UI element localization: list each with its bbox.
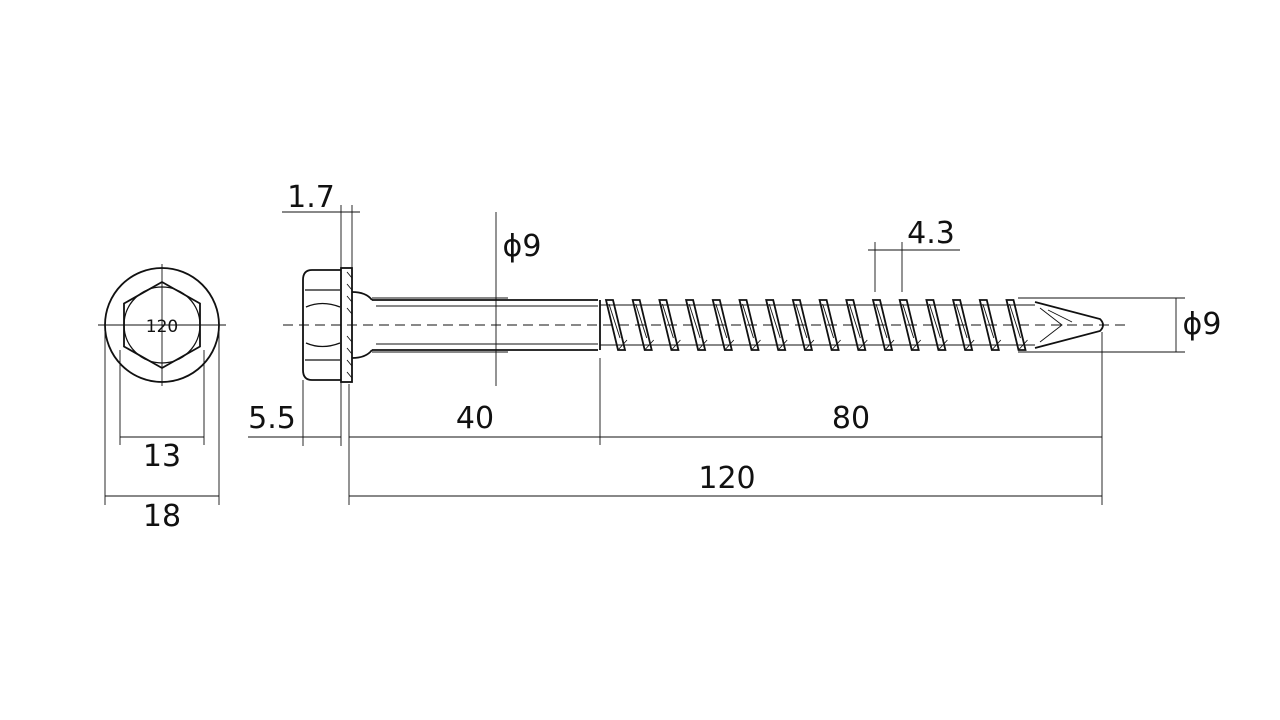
thread-flight — [631, 299, 653, 351]
thread-flight-shading — [1009, 303, 1028, 351]
unthreaded-length-label: 40 — [456, 401, 494, 436]
thread-flight — [684, 299, 707, 351]
thread-flight — [871, 299, 894, 351]
hex-head-corner-arc-bottom — [305, 342, 341, 348]
head-marking-text: 120 — [146, 317, 178, 337]
head-end-view: 120 13 18 — [98, 264, 226, 534]
thread-flight-shading — [661, 303, 681, 351]
hex-head-corner-arc-top — [305, 302, 341, 308]
thread-flight — [791, 299, 814, 351]
thread-flight-shading — [955, 303, 975, 351]
head-height-label: 5.5 — [248, 401, 296, 436]
thread-flight-shading — [715, 303, 735, 351]
washer-thickness-label: 1.7 — [287, 180, 335, 215]
thread-flight — [765, 299, 787, 351]
thread-flight-shading — [795, 303, 815, 351]
thread-flights — [604, 299, 1028, 351]
hex-across-flats-label: 13 — [143, 439, 181, 474]
thread-length-label: 80 — [832, 401, 870, 436]
shank-diameter-label: ϕ9 — [503, 229, 542, 264]
thread-flight-shading — [848, 303, 868, 351]
thread-flight — [1005, 299, 1027, 351]
thread-flight — [845, 299, 867, 351]
thread-pitch-label: 4.3 — [907, 216, 955, 251]
thread-flight-shading — [928, 303, 948, 351]
thread-flight — [738, 299, 760, 351]
thread-flight-shading — [768, 303, 788, 351]
thread-flight — [978, 299, 1000, 351]
thread-flight — [658, 299, 680, 351]
thread-flight-shading — [635, 303, 655, 351]
thread-flight-shading — [608, 303, 628, 351]
washer-flange — [340, 267, 353, 383]
shank-neck — [351, 291, 373, 359]
screw-tip-inner — [1039, 307, 1073, 343]
thread-flight — [604, 299, 627, 351]
thread-flight-shading — [742, 303, 761, 351]
thread-flight — [951, 299, 974, 351]
thread-flight — [925, 299, 947, 351]
thread-flight — [818, 299, 840, 351]
thread-flight-shading — [902, 303, 922, 351]
hex-head-side — [302, 269, 341, 381]
flange-serrations — [346, 271, 353, 379]
thread-flight — [711, 299, 733, 351]
washer-diameter-label: 18 — [143, 499, 181, 534]
thread-flight-shading — [688, 303, 708, 351]
thread-diameter-label: ϕ9 — [1183, 307, 1222, 342]
thread-flight-shading — [875, 303, 895, 351]
thread-flight-shading — [822, 303, 841, 351]
total-length-label: 120 — [698, 461, 755, 496]
screw-side-view: 1.7 5.5 ϕ9 40 80 120 4.3 ϕ9 — [248, 180, 1221, 505]
thread-flight — [898, 299, 920, 351]
thread-flight-shading — [982, 303, 1002, 351]
screw-tip — [1034, 301, 1104, 349]
